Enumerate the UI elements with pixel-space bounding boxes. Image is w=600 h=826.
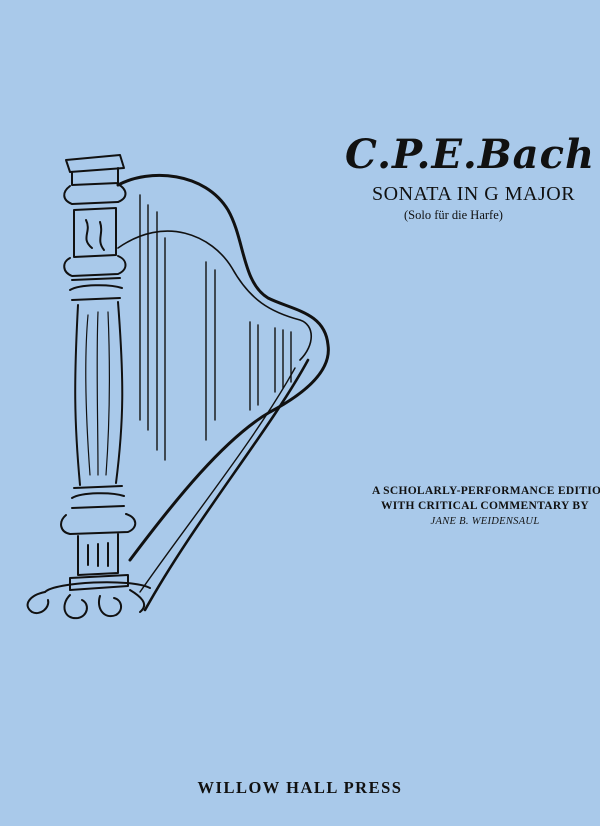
composer-name: C.P.E.Bach: [345, 131, 596, 178]
edition-line-1: A SCHOLARLY-PERFORMANCE EDITION: [372, 485, 600, 497]
work-title: SONATA IN G MAJOR: [372, 183, 576, 205]
edition-line-2: WITH CRITICAL COMMENTARY BY: [380, 500, 589, 512]
edition-statement: A SCHOLARLY-PERFORMANCE EDITION WITH CRI…: [372, 484, 600, 514]
editor-name: JANE B. WEIDENSAUL: [430, 516, 540, 527]
publisher-name: WILLOW HALL PRESS: [197, 778, 403, 797]
work-subtitle: (Solo für die Harfe): [404, 208, 503, 222]
